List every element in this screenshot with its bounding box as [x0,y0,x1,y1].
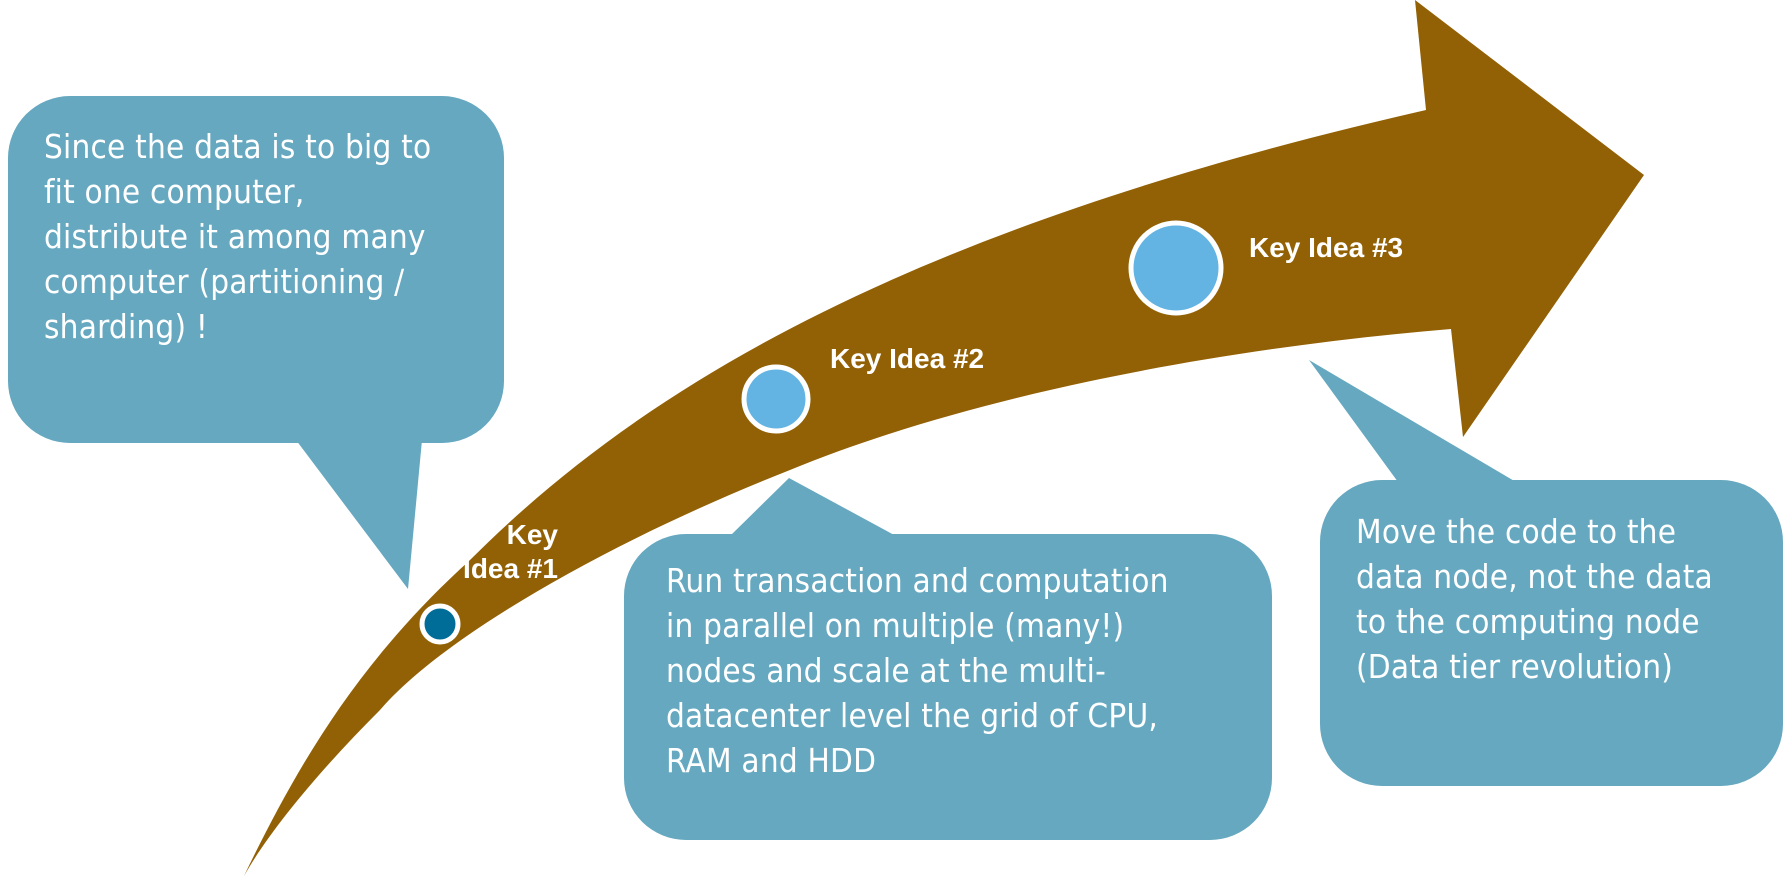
callout-bubble-3 [1309,360,1783,786]
key-idea-2-label: Key Idea #2 [830,343,985,374]
key-idea-1-node-icon [419,603,461,645]
bubble-1-text: Since the data is to big to fit one comp… [44,127,432,346]
progress-arrow [244,0,1644,876]
key-idea-1-label: Key Idea #1 [463,519,558,584]
key-idea-2-node-icon [741,364,811,434]
callout-bubble-1 [8,96,504,589]
key-idea-3-node-icon [1128,220,1224,316]
bubble-3-text: Move the code to the data node, not the … [1356,512,1713,686]
bubble-2-text: Run transaction and computation in paral… [666,561,1169,780]
key-idea-3-label: Key Idea #3 [1249,232,1404,263]
callout-bubble-2 [624,478,1272,840]
